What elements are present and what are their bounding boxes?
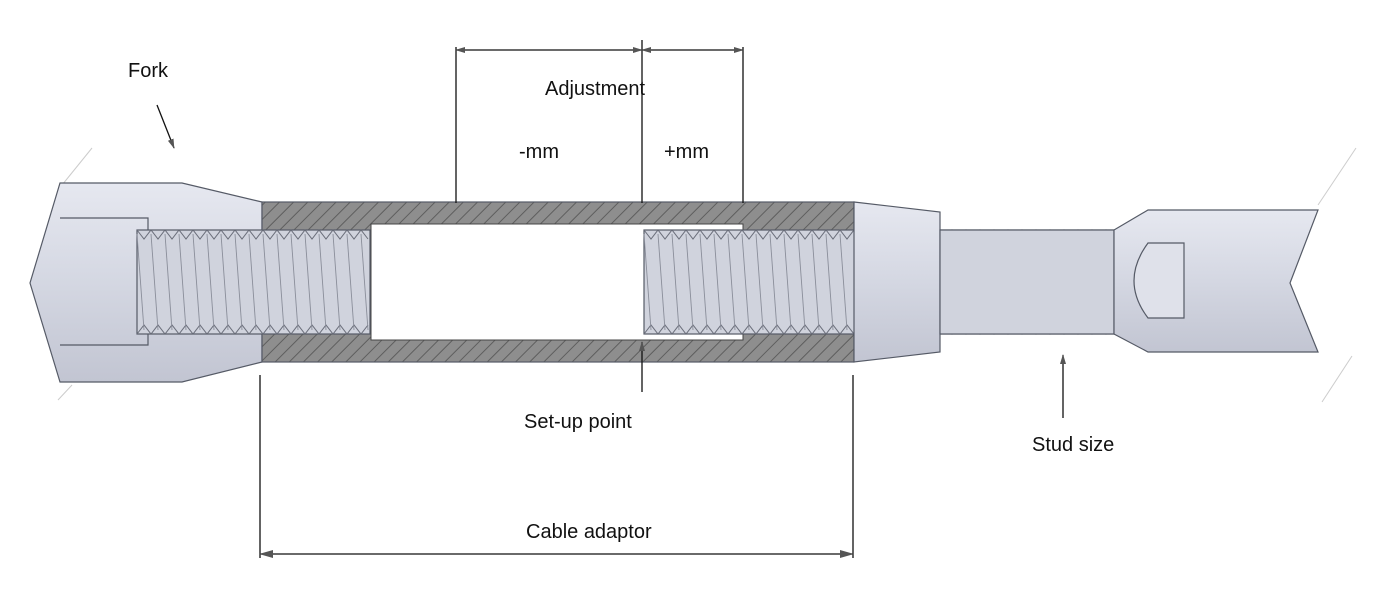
label-minus-mm: -mm [519,141,559,163]
thread-crest-line [797,233,806,331]
fork-thread-lines [136,229,369,335]
stud-outer-section [939,229,1115,335]
break-line-right-bottom [1321,355,1353,403]
thread-crest-line [192,233,201,331]
label-adjustment: Adjustment [545,78,645,100]
label-stud-size: Stud size [1032,434,1114,456]
thread-edge-top [136,229,369,240]
thread-crest-line [150,233,159,331]
label-plus-mm: +mm [664,141,709,163]
thread-crest-line [290,233,299,331]
thread-crest-line [136,233,145,331]
thread-crest-line [178,233,187,331]
fork-leader [156,104,175,149]
thread-crest-line [699,233,708,331]
thread-crest-line [318,233,327,331]
end-fitting-recess [1133,242,1185,319]
thread-crest-line [741,233,750,331]
thread-crest-line [839,233,848,331]
thread-crest-line [276,233,285,331]
thread-crest-line [304,233,313,331]
label-fork: Fork [128,60,169,82]
thread-crest-line [755,233,764,331]
fork-threaded-stud [136,229,371,335]
thread-crest-line [234,233,243,331]
thread-crest-line [671,233,680,331]
label-cable-adaptor: Cable adaptor [526,521,652,543]
thread-crest-line [783,233,792,331]
thread-crest-line [657,233,666,331]
thread-crest-line [164,233,173,331]
thread-crest-line [685,233,694,331]
thread-crest-line [346,233,355,331]
thread-crest-line [769,233,778,331]
thread-crest-line [206,233,215,331]
break-line-right-top [1317,147,1357,206]
thread-crest-line [727,233,736,331]
sleeve-taper-right [853,201,941,363]
thread-crest-line [713,233,722,331]
thread-crest-line [825,233,834,331]
thread-crest-line [360,233,369,331]
thread-edge-bottom [136,324,369,335]
break-line-left-bottom [57,384,73,401]
thread-crest-line [262,233,271,331]
thread-crest-line [643,233,652,331]
thread-crest-line [811,233,820,331]
thread-crest-line [220,233,229,331]
thread-crest-line [332,233,341,331]
label-setup-point: Set-up point [524,411,632,433]
thread-crest-line [248,233,257,331]
